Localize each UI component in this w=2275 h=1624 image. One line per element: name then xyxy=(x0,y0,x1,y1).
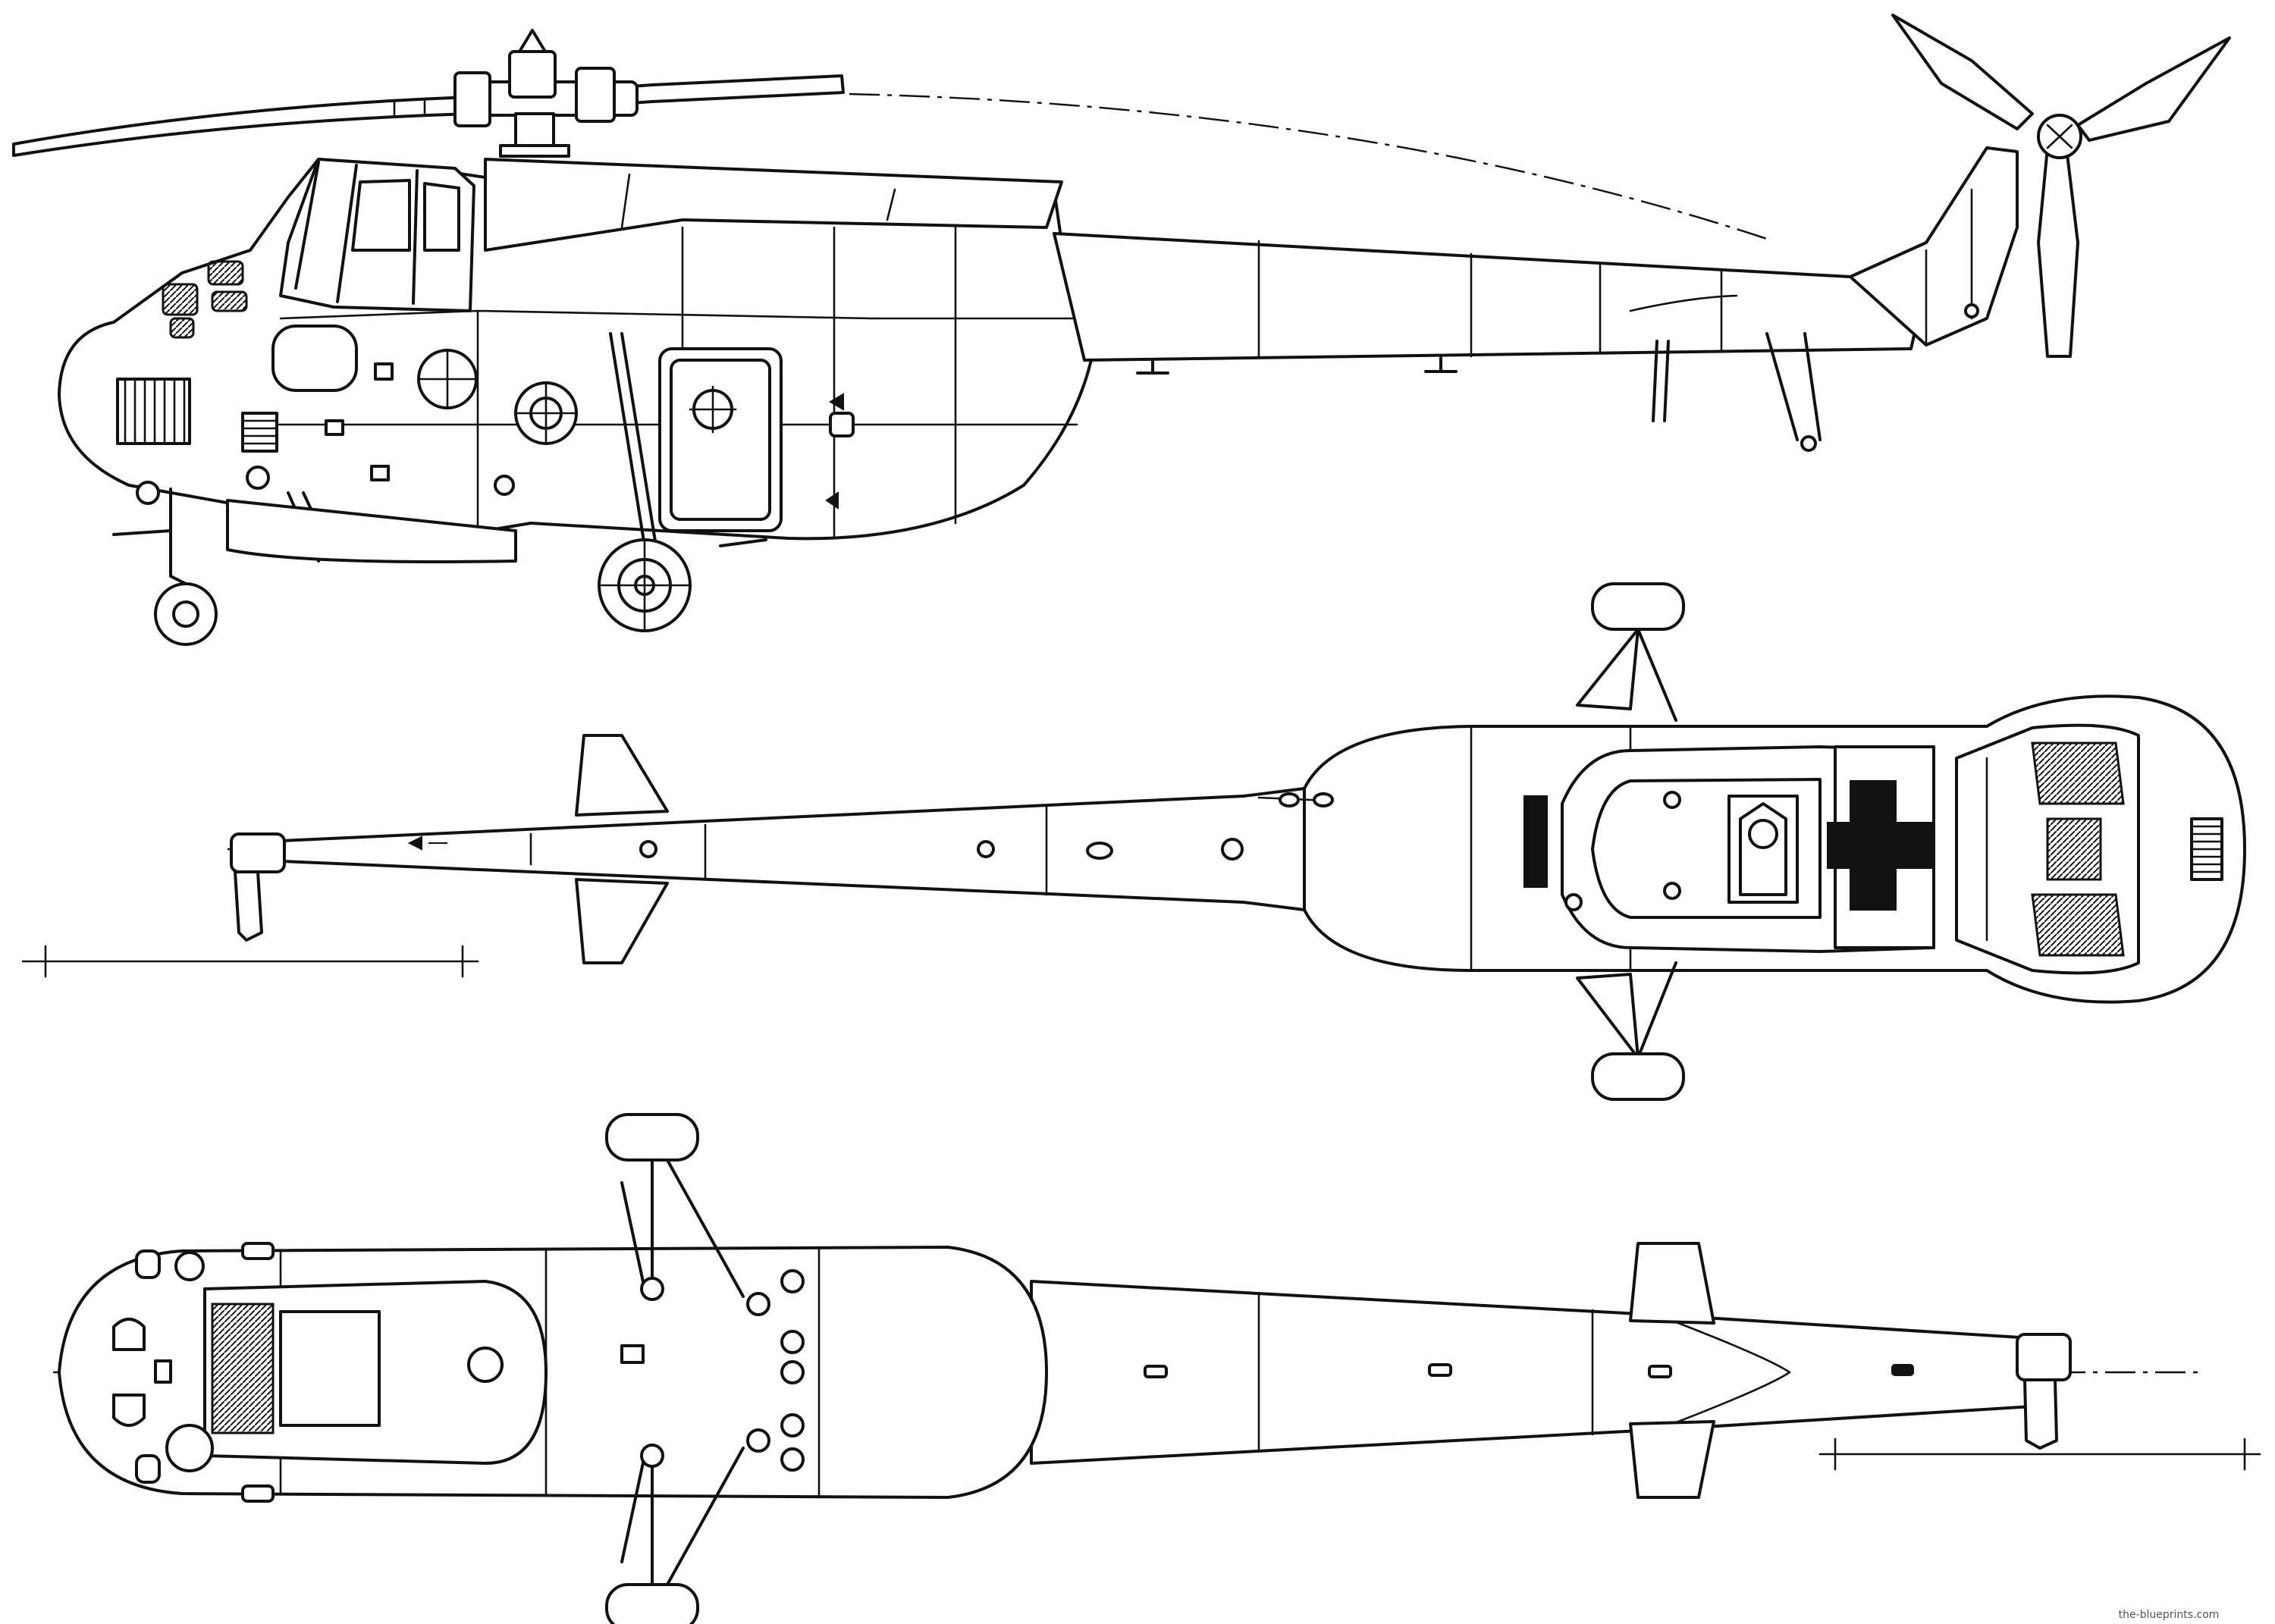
side-tail-boom xyxy=(1053,14,2231,452)
bottom-view xyxy=(53,1113,2261,1624)
side-tail-rotor xyxy=(1891,14,2231,358)
side-view xyxy=(12,14,2231,646)
top-view xyxy=(21,582,2246,1101)
side-landing-gear xyxy=(112,332,767,646)
credit-text: the-blueprints.com xyxy=(2119,1609,2220,1621)
side-fuselage xyxy=(58,158,1094,541)
side-main-rotor xyxy=(12,29,1768,240)
